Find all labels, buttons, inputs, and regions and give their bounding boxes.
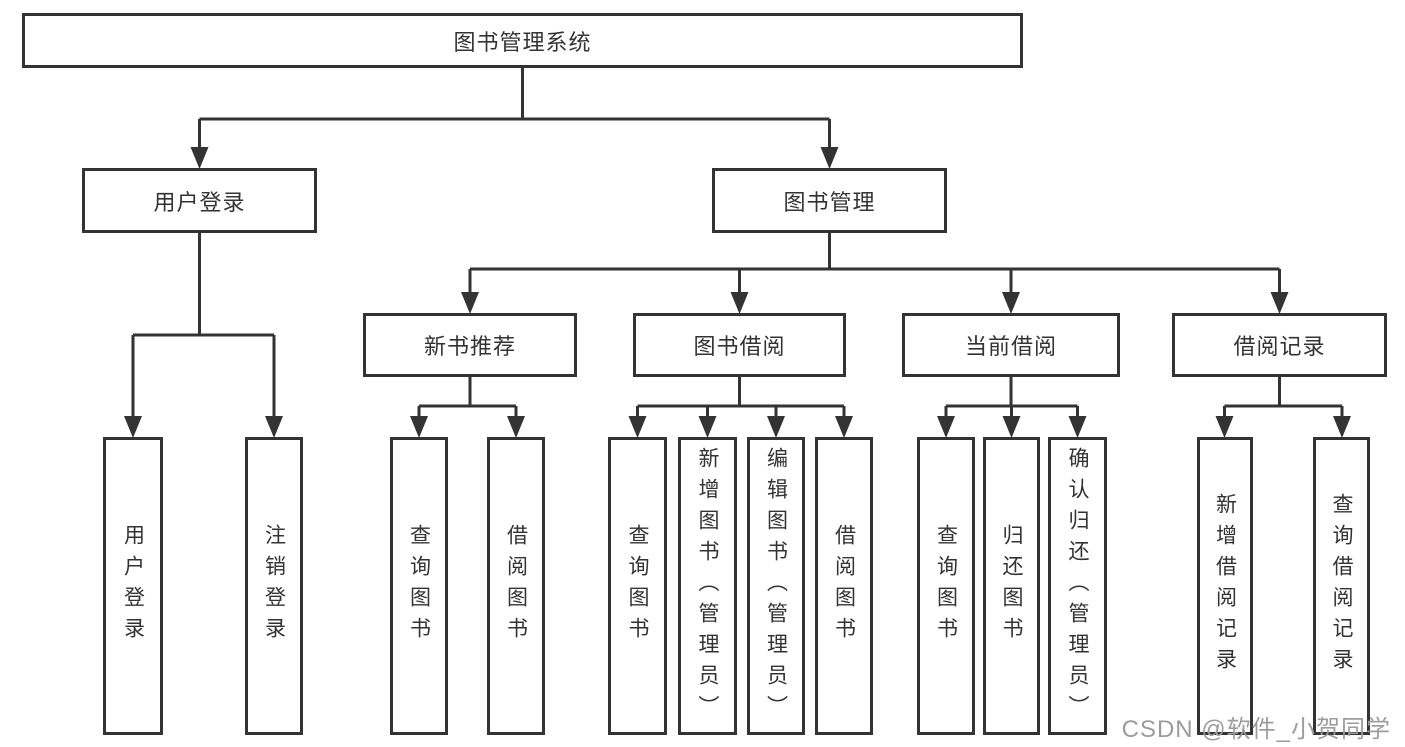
arrowhead-down — [124, 416, 142, 438]
node-book-borrow: 图书借阅 — [633, 313, 846, 377]
leaf-confirm-return-admin: 确认归还（管理员） — [1048, 437, 1107, 735]
leaf-add-books-admin-label: 新增图书（管理员） — [696, 446, 719, 726]
leaf-confirm-return-admin-label: 确认归还（管理员） — [1066, 446, 1089, 726]
leaf-edit-books-admin: 编辑图书（管理员） — [747, 437, 805, 735]
leaf-query-books-current-label: 查询图书 — [934, 524, 958, 648]
leaf-logout: 注销登录 — [245, 437, 303, 735]
arrowhead-down — [1270, 292, 1289, 314]
node-new-book-recommend: 新书推荐 — [363, 313, 577, 377]
node-borrow-records-label: 借阅记录 — [1233, 334, 1326, 359]
leaf-add-borrow-record-label: 新增借阅记录 — [1213, 493, 1237, 679]
connector-book-management — [461, 233, 1289, 314]
connector-book-borrow — [628, 377, 853, 438]
node-user-login-label: 用户登录 — [153, 189, 246, 215]
node-borrow-records: 借阅记录 — [1172, 313, 1387, 377]
connector-user-login — [124, 233, 283, 438]
arrowhead-down — [461, 292, 479, 314]
node-book-borrow-label: 图书借阅 — [693, 334, 786, 359]
node-library-management-system-label: 图书管理系统 — [453, 29, 592, 55]
leaf-query-books-recommend: 查询图书 — [390, 437, 448, 735]
arrowhead-down — [1333, 416, 1351, 438]
arrowhead-down — [937, 416, 955, 438]
arrowhead-down — [410, 416, 428, 438]
leaf-query-books-current: 查询图书 — [917, 437, 975, 735]
arrowhead-down — [835, 416, 853, 438]
leaf-borrow-books-recommend: 借阅图书 — [487, 437, 545, 735]
leaf-user-login: 用户登录 — [103, 437, 163, 735]
arrowhead-down — [628, 416, 647, 438]
connector-root — [190, 68, 839, 169]
leaf-add-borrow-record: 新增借阅记录 — [1197, 437, 1253, 735]
leaf-add-books-admin: 新增图书（管理员） — [678, 437, 737, 735]
arrowhead-down — [730, 292, 749, 314]
leaf-query-borrow-record: 查询借阅记录 — [1313, 437, 1370, 735]
connector-borrow-records — [1215, 377, 1351, 438]
leaf-return-books-label: 归还图书 — [1000, 524, 1023, 648]
leaf-borrow-books: 借阅图书 — [815, 437, 873, 735]
node-user-login: 用户登录 — [82, 168, 317, 233]
connector-new-book-recommend — [410, 377, 525, 438]
arrowhead-down — [1002, 416, 1021, 438]
watermark: CSDN @软件_小贺同学 — [1121, 716, 1391, 743]
node-new-book-recommend-label: 新书推荐 — [423, 334, 516, 359]
leaf-edit-books-admin-label: 编辑图书（管理员） — [764, 446, 788, 726]
node-current-borrow: 当前借阅 — [902, 313, 1120, 377]
leaf-query-borrow-record-label: 查询借阅记录 — [1330, 493, 1353, 679]
arrowhead-down — [1002, 292, 1020, 314]
arrowhead-down — [820, 147, 839, 169]
leaf-borrow-books-label: 借阅图书 — [832, 524, 856, 648]
arrowhead-down — [507, 416, 525, 438]
leaf-borrow-books-recommend-label: 借阅图书 — [504, 524, 528, 648]
arrowhead-down — [767, 416, 785, 438]
leaf-query-books-borrow-label: 查询图书 — [626, 524, 649, 648]
leaf-user-login-label: 用户登录 — [121, 524, 145, 648]
leaf-return-books: 归还图书 — [983, 437, 1040, 735]
node-current-borrow-label: 当前借阅 — [964, 334, 1057, 359]
leaf-query-books-borrow: 查询图书 — [608, 437, 667, 735]
leaf-logout-label: 注销登录 — [262, 524, 286, 648]
node-book-management: 图书管理 — [712, 168, 947, 233]
arrowhead-down — [1215, 416, 1234, 438]
arrowhead-down — [698, 416, 717, 438]
arrowhead-down — [265, 416, 283, 438]
arrowhead-down — [1068, 416, 1087, 438]
arrowhead-down — [190, 147, 209, 169]
node-library-management-system: 图书管理系统 — [22, 13, 1023, 68]
node-book-management-label: 图书管理 — [783, 189, 876, 215]
leaf-query-books-recommend-label: 查询图书 — [407, 524, 431, 648]
connector-current-borrow — [937, 377, 1087, 438]
